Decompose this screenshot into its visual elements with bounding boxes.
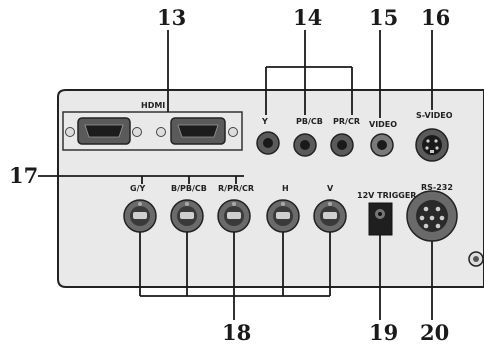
y-label: Y <box>261 117 268 126</box>
trigger-port <box>368 202 393 236</box>
bnc-r-pr-port <box>217 199 251 233</box>
b-pb-cb-label: B/PB/CB <box>171 184 207 193</box>
hdmi-port-2 <box>156 117 238 145</box>
callout-20: 20 <box>420 320 449 345</box>
rs232-label: RS-232 <box>421 183 453 192</box>
bnc-v-port <box>313 199 347 233</box>
callout-15: 15 <box>369 5 398 30</box>
callout-18: 18 <box>222 320 251 345</box>
screw-hole <box>468 251 484 267</box>
rs232-port <box>406 190 458 242</box>
v-label: V <box>327 184 334 193</box>
video-label: VIDEO <box>369 120 397 129</box>
rca-pb-port <box>293 133 317 157</box>
rca-y-port <box>256 131 280 155</box>
bnc-g-y-port <box>123 199 157 233</box>
s-video-label: S-VIDEO <box>416 111 453 120</box>
callout-16: 16 <box>421 5 450 30</box>
hdmi-port-1 <box>65 117 142 145</box>
trigger-label: 12V TRIGGER <box>357 191 416 200</box>
g-y-label: G/Y <box>130 184 145 193</box>
hdmi-label: HDMI <box>141 101 165 110</box>
rca-pr-port <box>330 133 354 157</box>
rca-video-port <box>370 133 394 157</box>
r-pr-cr-label: R/PR/CR <box>218 184 254 193</box>
s-video-port <box>415 128 449 162</box>
pr-cr-label: PR/CR <box>333 117 360 126</box>
callout-13: 13 <box>157 5 186 30</box>
bnc-b-pb-port <box>170 199 204 233</box>
leader-lines <box>38 30 433 320</box>
hdmi-bracket <box>62 111 243 151</box>
callout-17: 17 <box>9 163 38 188</box>
bnc-h-port <box>266 199 300 233</box>
pb-cb-label: PB/CB <box>296 117 323 126</box>
callout-19: 19 <box>369 320 398 345</box>
h-label: H <box>282 184 289 193</box>
callout-14: 14 <box>293 5 322 30</box>
